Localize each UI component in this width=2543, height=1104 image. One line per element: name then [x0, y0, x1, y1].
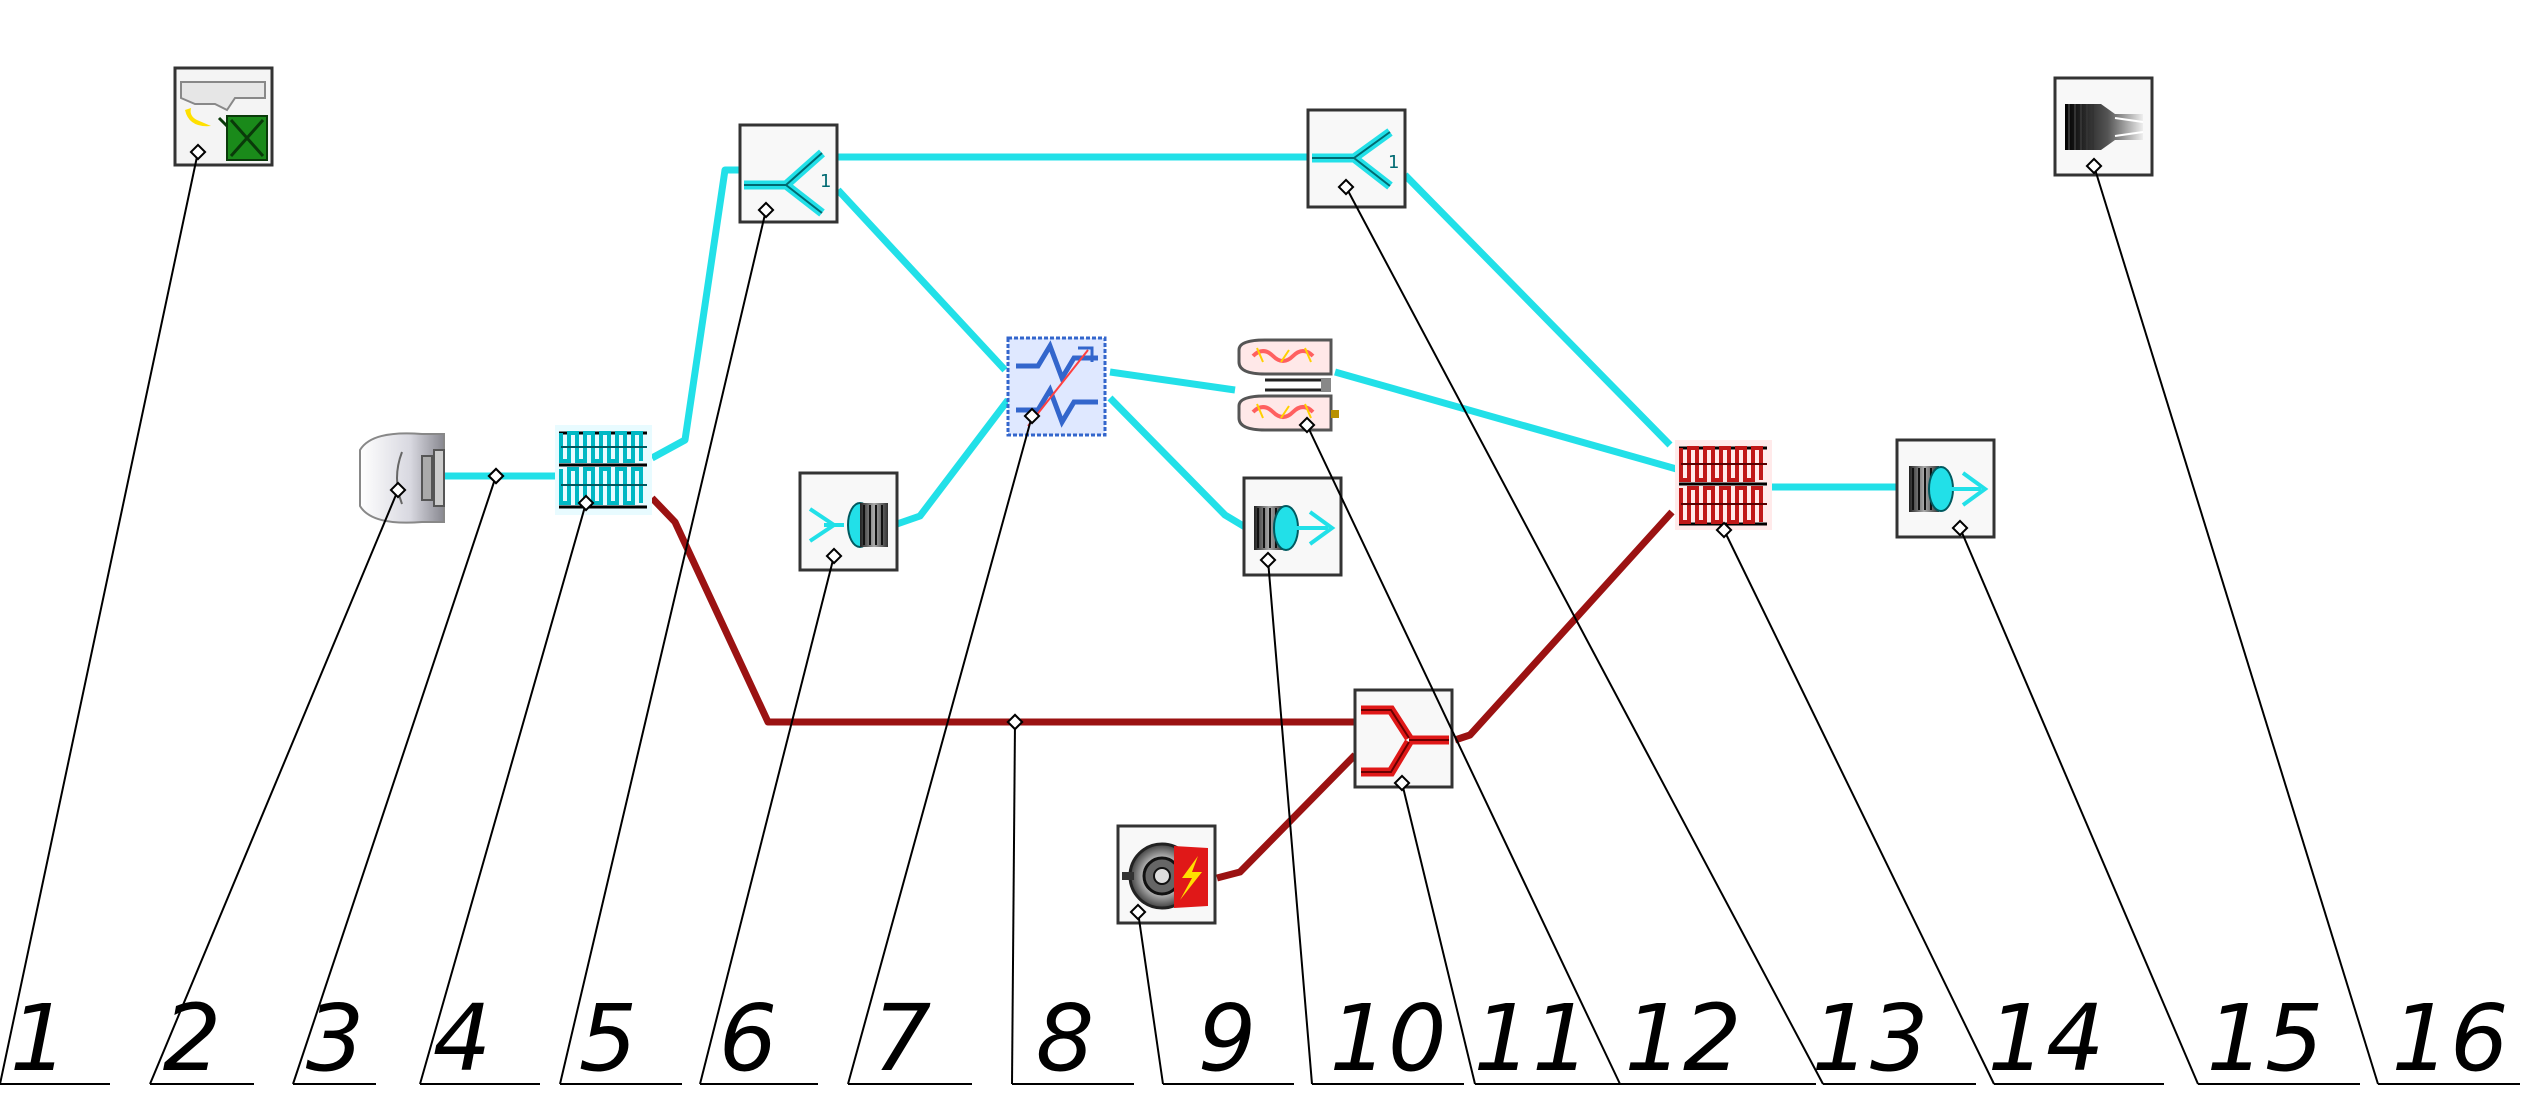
inlet-nozzle-icon[interactable]	[798, 471, 899, 572]
attachment-marker-4	[577, 494, 595, 512]
outlet-nozzle-icon[interactable]	[1242, 476, 1343, 577]
svg-text:1: 1	[1388, 152, 1399, 173]
attachment-marker-14	[1715, 521, 1733, 539]
callout-number-7: 7	[873, 985, 932, 1092]
attachment-marker-13	[1337, 178, 1355, 196]
callout-number-3: 3	[306, 985, 365, 1092]
callout-number-16: 16	[2391, 985, 2508, 1092]
attachment-marker-8	[1006, 713, 1024, 731]
leader-line-11	[1401, 782, 1476, 1085]
attachment-marker-7	[1023, 407, 1041, 425]
cold-stream-recuperator-to-combustor	[1109, 368, 1236, 394]
callout-number-8: 8	[1036, 985, 1095, 1092]
heat-exchanger-hot-icon[interactable]	[1675, 440, 1772, 530]
air-intake-icon[interactable]	[359, 432, 445, 524]
attachment-marker-5	[757, 201, 775, 219]
fuel-supply-icon[interactable]	[173, 66, 274, 167]
hot-stream-burner-to-mixer	[1216, 752, 1358, 882]
leader-lines	[0, 151, 2520, 1085]
attachment-markers	[189, 143, 2103, 921]
leader-line-13	[1345, 186, 1824, 1085]
leader-line-1	[0, 151, 199, 1085]
hot-streams	[649, 495, 1675, 882]
attachment-marker-1	[189, 143, 207, 161]
svg-text:1: 1	[820, 171, 831, 192]
combustion-chamber-icon[interactable]	[1237, 338, 1339, 432]
exhaust-nozzle-icon[interactable]	[1895, 438, 1996, 539]
attachment-marker-16	[2085, 157, 2103, 175]
cold-stream-splitter-to-recuperator	[835, 187, 1008, 373]
attachment-marker-2	[389, 481, 407, 499]
leader-line-6	[699, 555, 835, 1085]
callout-number-12: 12	[1624, 985, 1741, 1092]
callout-number-10: 10	[1329, 985, 1446, 1092]
attachment-marker-9	[1129, 903, 1147, 921]
leader-line-3	[292, 475, 497, 1085]
callout-number-2: 2	[163, 985, 222, 1092]
leader-line-10	[1267, 559, 1313, 1085]
leader-line-2	[149, 489, 399, 1085]
heat-exchanger-cold-icon[interactable]	[555, 425, 652, 515]
turbine-icon[interactable]	[2053, 76, 2154, 177]
burner-icon[interactable]	[1116, 824, 1217, 925]
leader-line-14	[1723, 529, 1995, 1085]
cold-stream-recuperator-to-outlet	[1107, 395, 1247, 531]
cold-stream-hx-to-splitter	[650, 166, 740, 462]
cold-stream-splitter-to-hx	[1402, 172, 1673, 448]
callout-number-6: 6	[719, 985, 778, 1092]
leader-line-15	[1959, 527, 2199, 1085]
callout-number-14: 14	[1987, 985, 2104, 1092]
flow-splitter-icon[interactable]: 1	[738, 123, 839, 224]
cold-stream-nozzle-to-recuperator	[895, 397, 1011, 528]
callout-number-11: 11	[1473, 985, 1590, 1092]
hot-mixer-icon[interactable]	[1353, 688, 1454, 789]
leader-line-12	[1306, 424, 1621, 1085]
attachment-marker-10	[1259, 551, 1277, 569]
leader-line-7	[847, 415, 1033, 1085]
callout-number-1: 1	[10, 985, 69, 1092]
callout-number-9: 9	[1198, 985, 1257, 1092]
callout-number-15: 15	[2206, 985, 2323, 1092]
attachment-marker-12	[1298, 416, 1316, 434]
attachment-marker-15	[1951, 519, 1969, 537]
hot-stream-hx-to-mixer	[649, 495, 1355, 726]
leader-line-9	[1137, 911, 1164, 1085]
hot-stream-mixer-to-hx	[1453, 509, 1675, 744]
callout-number-13: 13	[1811, 985, 1928, 1092]
leader-line-16	[2093, 165, 2379, 1085]
attachment-marker-6	[825, 547, 843, 565]
leader-line-4	[419, 502, 587, 1085]
cold-streams	[445, 153, 1900, 531]
callout-number-5: 5	[579, 985, 638, 1092]
callout-number-4: 4	[433, 985, 492, 1092]
attachment-marker-3	[487, 467, 505, 485]
attachment-marker-11	[1393, 774, 1411, 792]
leader-line-8	[1011, 721, 1016, 1085]
leader-line-5	[559, 209, 767, 1085]
cold-stream-combustor-to-hx	[1334, 368, 1681, 474]
flow-splitter-icon[interactable]: 1	[1306, 108, 1407, 209]
recuperator-icon[interactable]	[1006, 336, 1107, 437]
